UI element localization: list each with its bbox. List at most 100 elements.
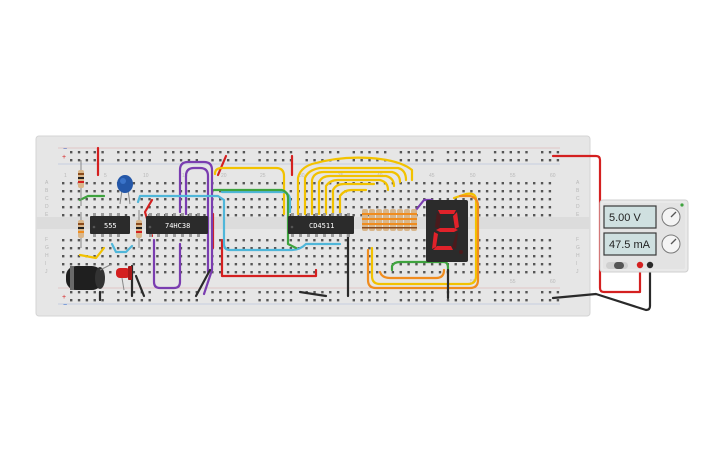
breadboard-hole[interactable] — [556, 291, 560, 294]
breadboard-hole[interactable] — [132, 214, 136, 217]
wire-purple[interactable] — [178, 160, 214, 296]
breadboard-hole[interactable] — [415, 206, 418, 209]
breadboard-hole[interactable] — [548, 206, 552, 209]
breadboard-hole[interactable] — [525, 151, 528, 154]
breadboard-hole[interactable] — [148, 247, 151, 250]
breadboard-hole[interactable] — [399, 190, 402, 193]
breadboard-hole[interactable] — [195, 190, 198, 193]
breadboard-hole[interactable] — [548, 247, 552, 250]
breadboard-hole[interactable] — [179, 151, 183, 154]
breadboard-hole[interactable] — [501, 159, 505, 162]
breadboard-hole[interactable] — [462, 263, 465, 266]
breadboard-hole[interactable] — [517, 206, 520, 209]
breadboard-hole[interactable] — [509, 206, 512, 209]
breadboard-hole[interactable] — [470, 263, 473, 266]
breadboard-hole[interactable] — [219, 151, 222, 154]
resistor-r1[interactable] — [78, 160, 84, 206]
breadboard-hole[interactable] — [124, 151, 128, 154]
breadboard-hole[interactable] — [156, 255, 159, 258]
breadboard-hole[interactable] — [219, 239, 222, 242]
breadboard-hole[interactable] — [273, 239, 277, 242]
breadboard-hole[interactable] — [321, 263, 324, 266]
breadboard-hole[interactable] — [171, 255, 175, 258]
breadboard-hole[interactable] — [93, 255, 96, 258]
breadboard-hole[interactable] — [509, 182, 512, 185]
breadboard-hole[interactable] — [281, 214, 285, 217]
breadboard-hole[interactable] — [368, 247, 371, 250]
wire-black[interactable] — [194, 268, 212, 298]
wire-red[interactable] — [220, 238, 318, 278]
breadboard-hole[interactable] — [540, 239, 544, 242]
breadboard-hole[interactable] — [124, 159, 128, 162]
breadboard-hole[interactable] — [321, 206, 324, 209]
breadboard-hole[interactable] — [77, 159, 81, 162]
breadboard-hole[interactable] — [423, 239, 426, 242]
breadboard-hole[interactable] — [273, 214, 277, 217]
breadboard-hole[interactable] — [328, 214, 332, 217]
breadboard-hole[interactable] — [376, 247, 379, 250]
breadboard-hole[interactable] — [148, 190, 151, 193]
breadboard-hole[interactable] — [242, 291, 246, 294]
breadboard-hole[interactable] — [352, 271, 355, 274]
breadboard-hole[interactable] — [234, 271, 238, 274]
breadboard-hole[interactable] — [383, 239, 387, 242]
breadboard-hole[interactable] — [258, 291, 261, 294]
breadboard-hole[interactable] — [368, 291, 371, 294]
breadboard-hole[interactable] — [438, 190, 442, 193]
breadboard-hole[interactable] — [132, 263, 136, 266]
breadboard-hole[interactable] — [501, 239, 504, 242]
breadboard-hole[interactable] — [509, 299, 512, 302]
breadboard-hole[interactable] — [525, 182, 528, 185]
breadboard-hole[interactable] — [509, 190, 512, 193]
breadboard-hole[interactable] — [470, 239, 473, 242]
breadboard-hole[interactable] — [70, 299, 73, 302]
breadboard-hole[interactable] — [258, 299, 261, 302]
breadboard-hole[interactable] — [533, 190, 536, 193]
breadboard-hole[interactable] — [462, 291, 465, 294]
breadboard-hole[interactable] — [195, 271, 198, 274]
breadboard-hole[interactable] — [242, 263, 245, 266]
breadboard-hole[interactable] — [266, 182, 269, 185]
breadboard-hole[interactable] — [305, 206, 308, 209]
breadboard-hole[interactable] — [493, 182, 497, 185]
breadboard-hole[interactable] — [533, 239, 536, 242]
breadboard-hole[interactable] — [242, 182, 245, 185]
breadboard-hole[interactable] — [274, 159, 277, 162]
breadboard-hole[interactable] — [423, 151, 426, 154]
breadboard-hole[interactable] — [148, 182, 151, 185]
breadboard-hole[interactable] — [446, 151, 450, 154]
breadboard-hole[interactable] — [336, 182, 340, 185]
breadboard-hole[interactable] — [399, 239, 402, 242]
breadboard-hole[interactable] — [407, 247, 410, 250]
breadboard-hole[interactable] — [525, 159, 528, 162]
breadboard-hole[interactable] — [352, 299, 355, 302]
breadboard-hole[interactable] — [70, 159, 73, 162]
breadboard-hole[interactable] — [109, 263, 112, 266]
breadboard-hole[interactable] — [164, 271, 167, 274]
breadboard-hole[interactable] — [321, 182, 324, 185]
breadboard-hole[interactable] — [172, 291, 175, 294]
breadboard-hole[interactable] — [62, 198, 65, 201]
breadboard-hole[interactable] — [219, 271, 222, 274]
breadboard-hole[interactable] — [548, 190, 552, 193]
breadboard-hole[interactable] — [548, 159, 552, 162]
breadboard-hole[interactable] — [219, 299, 222, 302]
breadboard-hole[interactable] — [548, 198, 552, 201]
breadboard-hole[interactable] — [525, 190, 528, 193]
breadboard-hole[interactable] — [454, 263, 457, 266]
breadboard-hole[interactable] — [368, 255, 371, 258]
breadboard-hole[interactable] — [478, 299, 481, 302]
breadboard-hole[interactable] — [478, 206, 481, 209]
breadboard-hole[interactable] — [179, 291, 183, 294]
breadboard-hole[interactable] — [132, 239, 136, 242]
breadboard-hole[interactable] — [478, 151, 481, 154]
breadboard-hole[interactable] — [77, 151, 81, 154]
breadboard-hole[interactable] — [164, 299, 167, 302]
breadboard-hole[interactable] — [187, 214, 190, 217]
breadboard-hole[interactable] — [93, 299, 96, 302]
breadboard-hole[interactable] — [117, 151, 120, 154]
breadboard-hole[interactable] — [281, 151, 285, 154]
breadboard-hole[interactable] — [93, 159, 96, 162]
breadboard-hole[interactable] — [305, 182, 308, 185]
breadboard-hole[interactable] — [321, 159, 324, 162]
